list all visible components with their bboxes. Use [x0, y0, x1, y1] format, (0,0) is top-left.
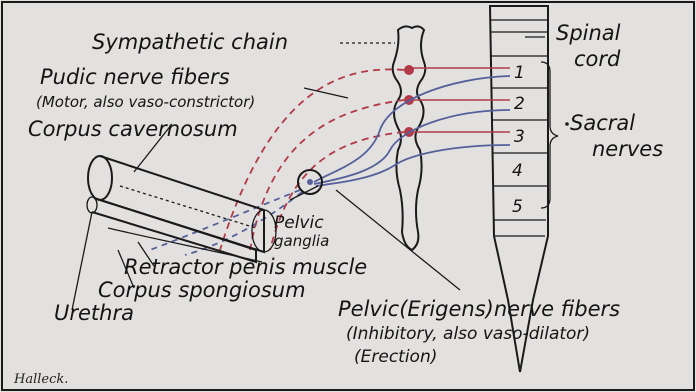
label-corpus-cavernosum: Corpus cavernosum: [28, 117, 238, 141]
label-erection: (Erection): [354, 347, 437, 367]
artist-signature: Halleck.: [13, 372, 68, 387]
label-sympathetic-chain: Sympathetic chain: [92, 30, 288, 54]
label-pudic-function: (Motor, also vaso-constrictor): [36, 93, 255, 111]
label-ganglia: ganglia: [274, 232, 329, 250]
sacral-number: 2: [514, 94, 525, 114]
sacral-number: 5: [512, 197, 523, 217]
sacral-segment-numbers: 1 2 3 4 5: [512, 63, 525, 217]
sacral-number: 3: [514, 127, 525, 147]
corpus-cavernosum-drawing: [87, 156, 276, 262]
label-urethra: Urethra: [54, 301, 134, 325]
label-pudic-nerve: Pudic nerve fibers: [40, 65, 230, 89]
sacral-number: 1: [514, 63, 525, 83]
label-pelvic-nerve-fibers: Pelvic(Erigens)nerve fibers: [338, 297, 620, 321]
label-pelvic: Pelvic: [274, 213, 324, 233]
label-spinal: Spinal: [556, 21, 621, 45]
sacral-dot: [565, 122, 569, 126]
label-sacral: Sacral: [570, 111, 635, 135]
label-nerves: nerves: [592, 137, 663, 161]
label-retractor-penis: Retractor penis muscle: [124, 255, 367, 279]
sympathetic-chain: [393, 26, 426, 250]
label-cord: cord: [574, 47, 621, 71]
label-pelvic-nerve-function: (Inhibitory, also vaso-dilator): [346, 324, 590, 344]
sacral-number: 4: [512, 161, 523, 181]
label-corpus-spongiosum: Corpus spongiosum: [98, 278, 306, 302]
